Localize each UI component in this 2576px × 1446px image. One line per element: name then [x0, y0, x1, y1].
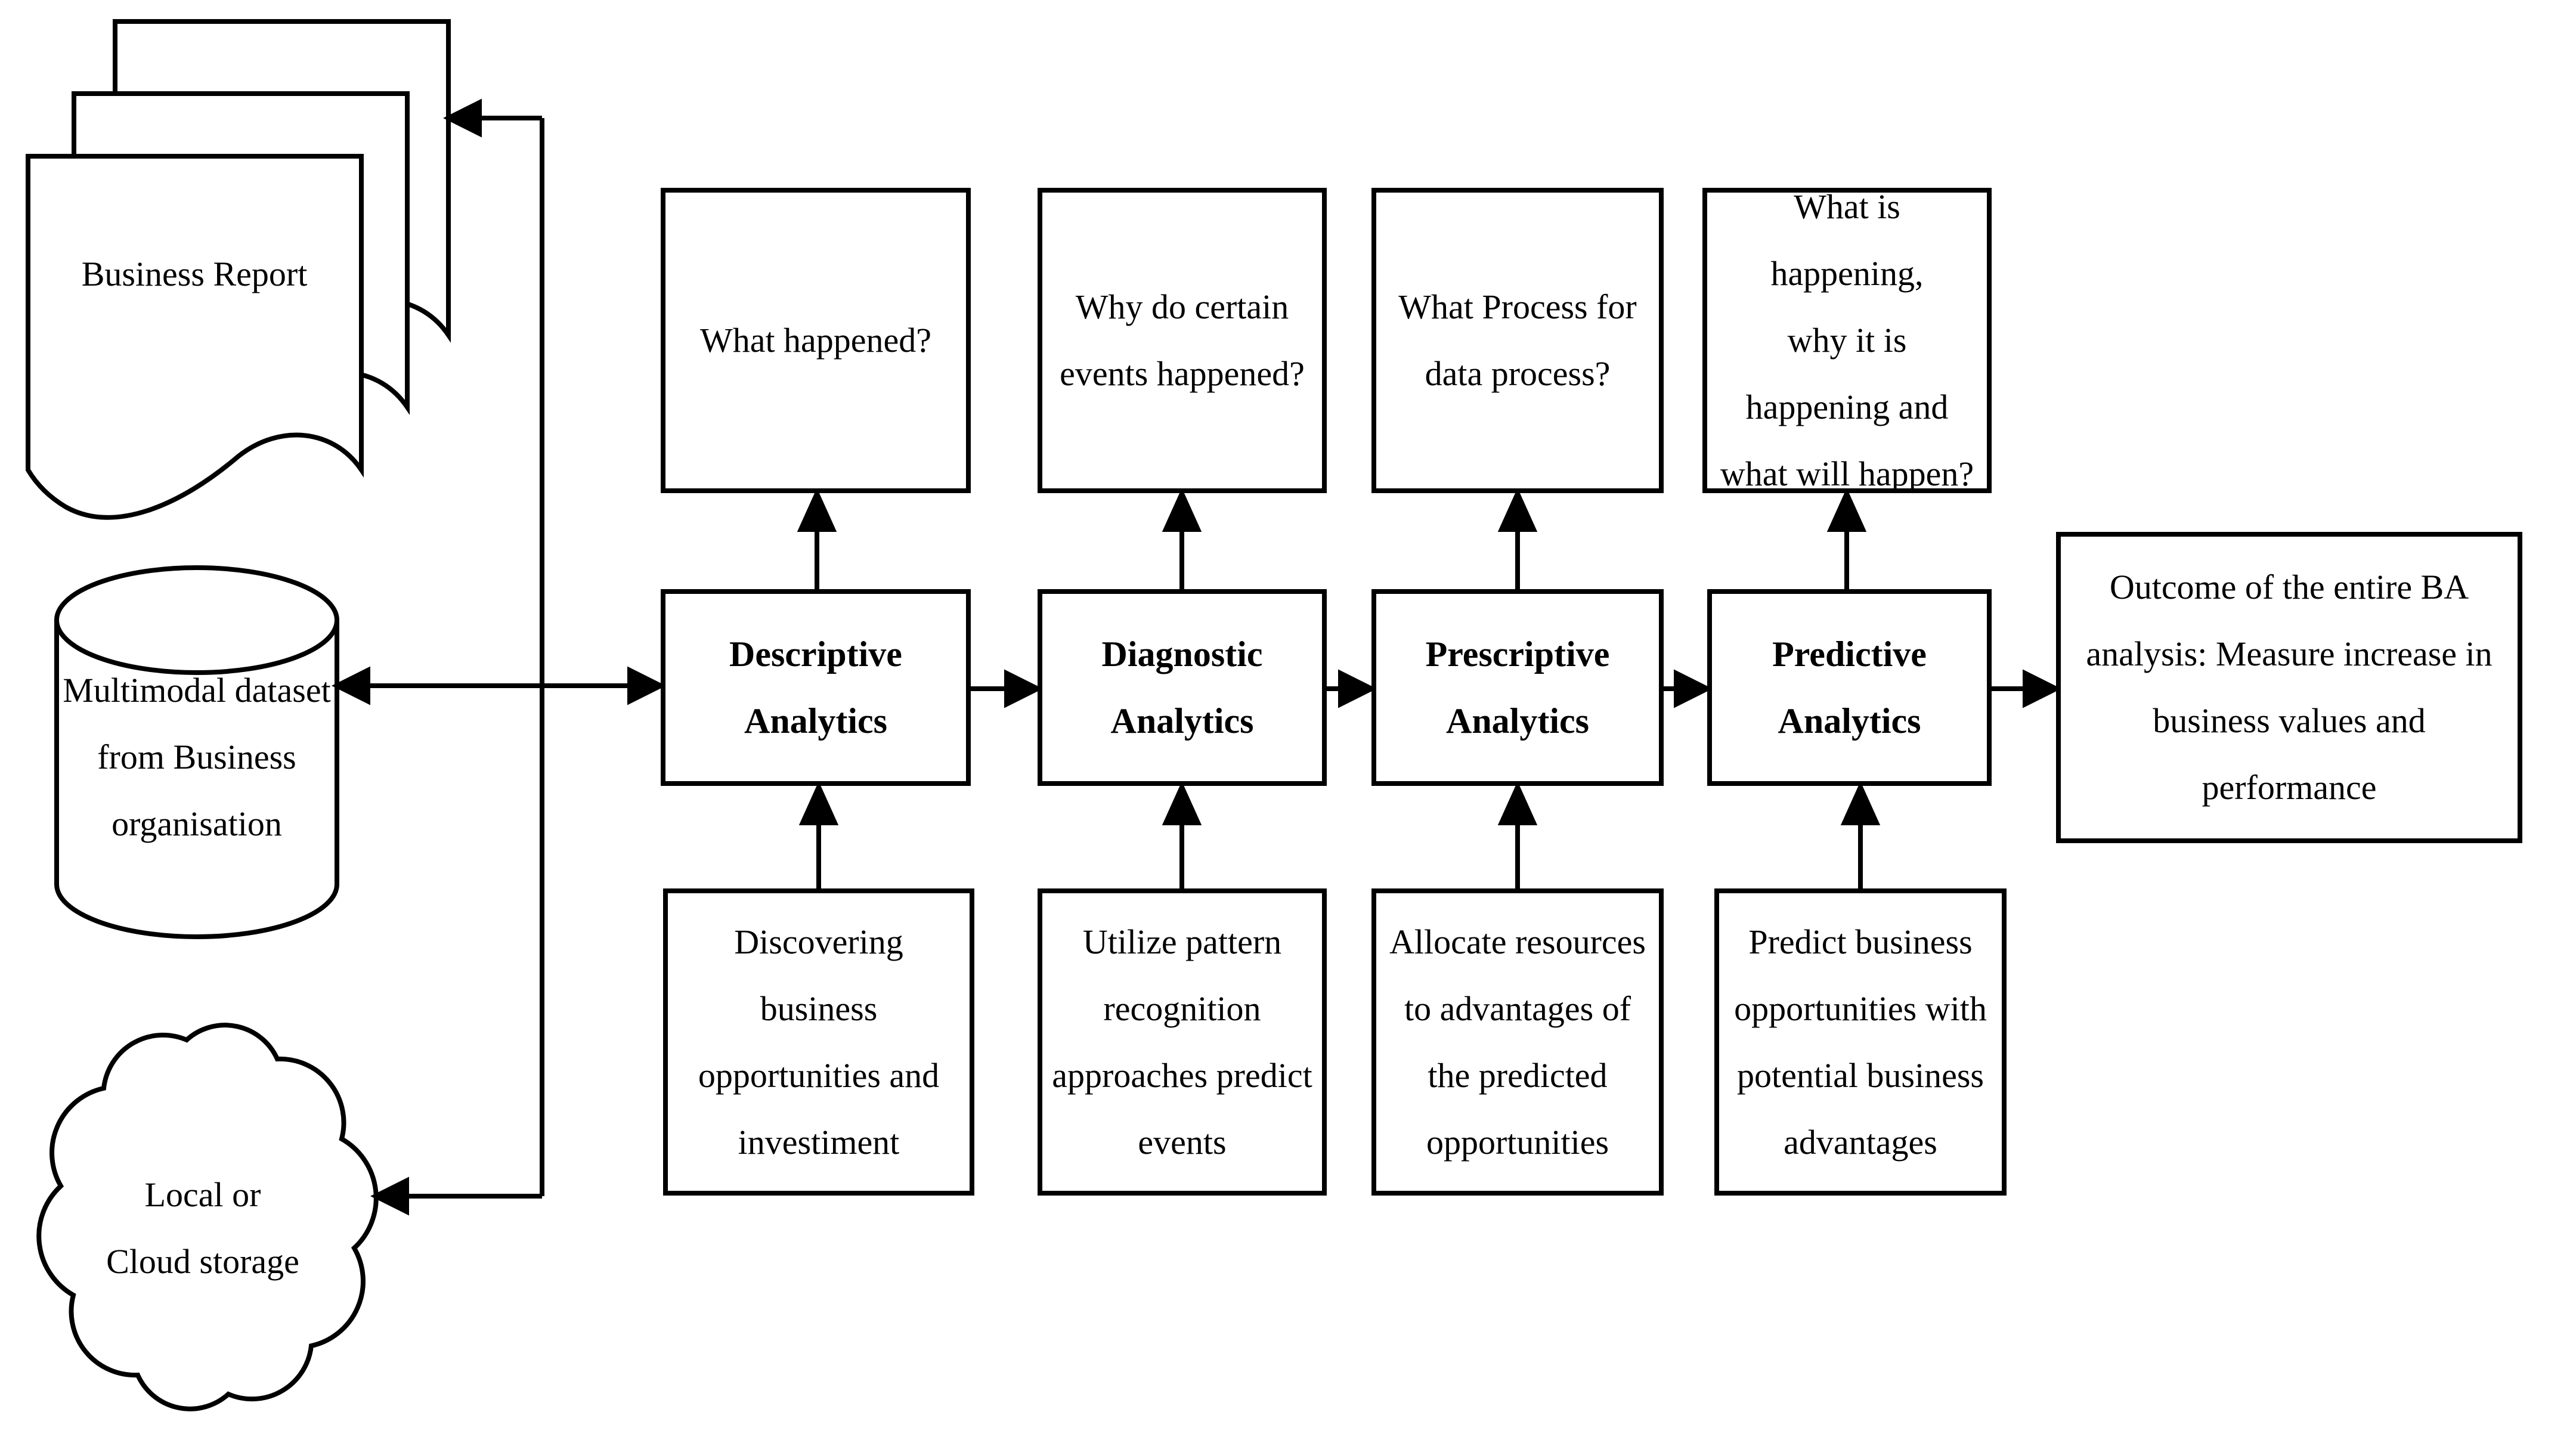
connector-group: [26, 19, 2061, 1411]
description-box-predictive: Predict business opportunities with pote…: [1714, 888, 2007, 1196]
stage-box-prescriptive: Prescriptive Analytics: [1371, 589, 1664, 786]
arrow-prescriptive-predictive-head: [1674, 669, 1713, 708]
question-box-descriptive: What happened?: [661, 188, 971, 493]
question-box-diagnostic: Why do certain events happened?: [1038, 188, 1327, 493]
stage-box-descriptive: Descriptive Analytics: [661, 589, 971, 786]
arrow-prescriptive-question-head: [1497, 488, 1538, 532]
question-box-prescriptive: What Process for data process?: [1371, 188, 1664, 493]
arrow-diagnostic-prescriptive-head: [1338, 669, 1377, 708]
document-page-front-shape: [26, 154, 364, 520]
cloud-shape: [36, 1023, 379, 1411]
arrow-desc4-stage-head: [1840, 781, 1881, 825]
database-cylinder-shape: [54, 565, 339, 939]
description-box-diagnostic: Utilize pattern recognition approaches p…: [1038, 888, 1327, 1196]
arrow-dataset-descriptive-right-head: [627, 666, 666, 705]
document-stack-shape: [26, 19, 451, 520]
arrow-to-report-head: [443, 98, 482, 138]
description-box-descriptive: Discovering business opportunities and i…: [663, 888, 974, 1196]
arrow-desc1-stage-head: [798, 781, 839, 825]
arrow-diagnostic-question-head: [1162, 488, 1202, 532]
arrow-descriptive-question-head: [797, 488, 837, 532]
arrow-predictive-question-head: [1826, 488, 1867, 532]
cylinder-body-shape: [54, 620, 339, 939]
cylinder-top-shape: [54, 565, 339, 675]
description-box-prescriptive: Allocate resources to advantages of the …: [1371, 888, 1664, 1196]
arrow-desc3-stage-head: [1497, 781, 1538, 825]
arrow-dataset-descriptive-left-head: [332, 666, 370, 705]
stage-box-predictive: Predictive Analytics: [1707, 589, 1992, 786]
arrow-desc2-stage-head: [1162, 781, 1202, 825]
arrow-predictive-outcome-head: [2023, 669, 2061, 708]
question-box-predictive: What is happening, why it is happening a…: [1702, 187, 1992, 493]
arrow-descriptive-diagnostic-head: [1004, 669, 1043, 708]
stage-box-diagnostic: Diagnostic Analytics: [1038, 589, 1327, 786]
arrow-to-cloud-head: [370, 1176, 409, 1216]
outcome-box: Outcome of the entire BA analysis: Measu…: [2056, 532, 2522, 843]
